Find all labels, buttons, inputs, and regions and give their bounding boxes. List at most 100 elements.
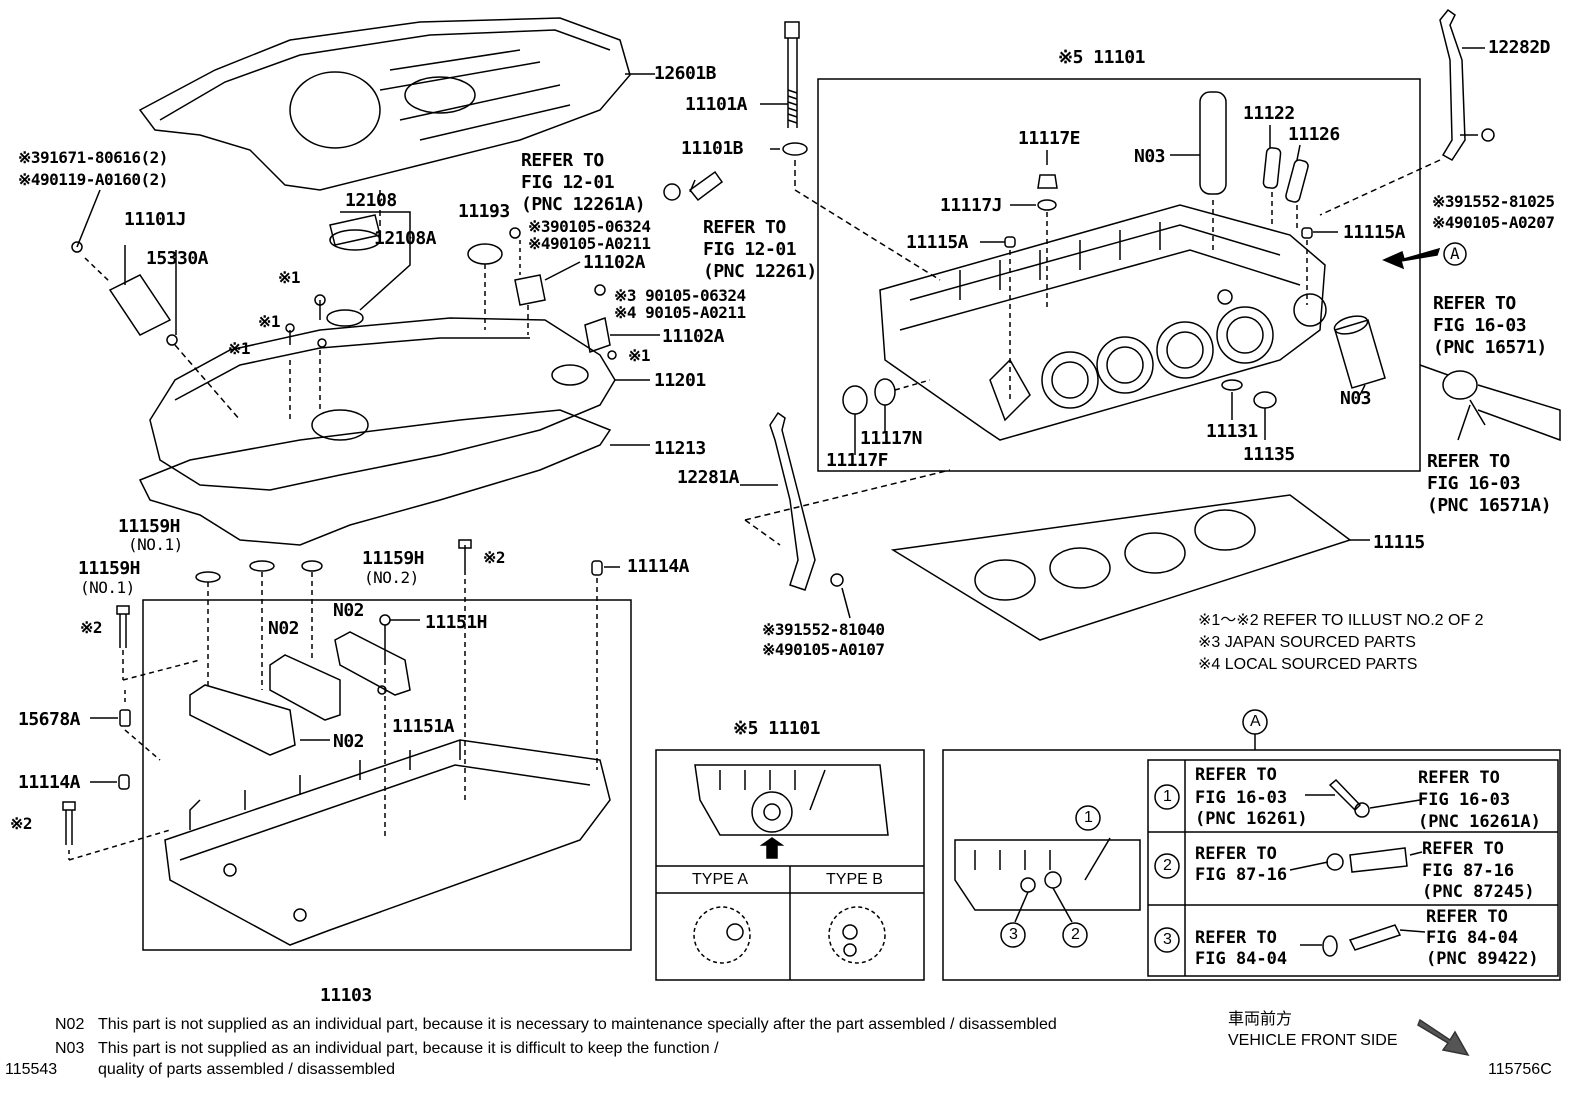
refer-1-line2[interactable]: FIG 12-01 xyxy=(521,172,615,193)
refer-2-line3[interactable]: (PNC 12261) xyxy=(703,261,817,282)
part-label-plug-f[interactable]: 11117F xyxy=(826,450,889,471)
a-row-right-1[interactable]: REFER TO xyxy=(1426,907,1508,927)
refer-4-line3[interactable]: (PNC 16571A) xyxy=(1427,495,1552,516)
front-arrow xyxy=(1417,1018,1470,1057)
part-label-n02-top[interactable]: N02 xyxy=(333,600,365,621)
part-label-cap[interactable]: 12108 xyxy=(345,190,397,211)
part-label-plug-e[interactable]: 11117E xyxy=(1018,128,1081,149)
hose-ref-drawing xyxy=(663,170,724,202)
part-label-oil-seal[interactable]: 11193 xyxy=(458,201,510,222)
a-row-right-3[interactable]: (PNC 87245) xyxy=(1422,882,1535,902)
head-cover-gasket-drawing xyxy=(138,409,612,546)
a-row-right-1[interactable]: REFER TO xyxy=(1422,839,1504,859)
a-row-left-2[interactable]: FIG 87-16 xyxy=(1195,865,1288,885)
part-label-sensor-o-ring[interactable]: 15330A xyxy=(146,248,209,269)
part-label-n02-mid[interactable]: N02 xyxy=(268,618,300,639)
callout-mark2-b: ※2 xyxy=(80,618,103,637)
a-box-mini-3: 3 xyxy=(1009,926,1018,943)
refer-3-line1[interactable]: REFER TO xyxy=(1433,293,1516,314)
part-label-plug-n[interactable]: 11117N xyxy=(860,428,923,449)
part-label-gasket-h2[interactable]: 11159H xyxy=(362,548,425,569)
a-row-left-3[interactable]: (PNC 16261) xyxy=(1195,809,1308,829)
part-label-n02-lower[interactable]: N02 xyxy=(333,731,365,752)
refer-1-line3[interactable]: (PNC 12261A) xyxy=(521,194,646,215)
refer-2-line2[interactable]: FIG 12-01 xyxy=(703,239,797,260)
part-label-bolt-11151h[interactable]: 11151H xyxy=(425,612,488,633)
callout-mark1-d: ※1 xyxy=(628,346,651,365)
part-label-pin-11114a-left[interactable]: 11114A xyxy=(18,772,81,793)
cam-sensor-upper-drawing xyxy=(509,227,581,335)
part-label-seal-11135[interactable]: 11135 xyxy=(1243,444,1295,465)
part-label-washer-b[interactable]: 11101B xyxy=(681,138,744,159)
part-label-gasket-h1b[interactable]: 11159H xyxy=(78,558,141,579)
legend-line-3: ※4 LOCAL SOURCED PARTS xyxy=(1198,656,1418,673)
part-label-head-title[interactable]: ※5 11101 xyxy=(1058,47,1145,68)
part-label-pin-right[interactable]: 11115A xyxy=(1343,222,1406,243)
callout-bolt-left-2: ※490119-A0160(2) xyxy=(18,170,168,189)
callout-mark1-a: ※1 xyxy=(278,268,301,287)
callout-mark2-c: ※2 xyxy=(10,814,33,833)
a-box-sketch xyxy=(954,805,1141,948)
type-b-label: TYPE B xyxy=(826,871,883,888)
washers-drawing xyxy=(195,560,323,690)
part-label-plug-j[interactable]: 11117J xyxy=(940,195,1003,216)
a-row-left-1[interactable]: REFER TO xyxy=(1195,765,1277,785)
part-label-sensor-j[interactable]: 11101J xyxy=(124,209,187,230)
part-label-head-cover-gasket[interactable]: 11213 xyxy=(654,438,706,459)
part-label-bracket-a[interactable]: 12281A xyxy=(677,467,740,488)
a-row-left-1[interactable]: REFER TO xyxy=(1195,844,1277,864)
refer-4-line2[interactable]: FIG 16-03 xyxy=(1427,473,1521,494)
part-label-n03-lower[interactable]: N03 xyxy=(1340,388,1372,409)
a-box-mini-1: 1 xyxy=(1084,809,1093,826)
refer-1-line1[interactable]: REFER TO xyxy=(521,150,604,171)
part-label-cap-gasket[interactable]: 12108A xyxy=(374,228,437,249)
callout-circle-a: A xyxy=(1450,244,1460,263)
a-row-right-2[interactable]: FIG 16-03 xyxy=(1418,790,1511,810)
camshaft-housing-drawing xyxy=(164,739,611,946)
footer-n03-text2: quality of parts assembled / disassemble… xyxy=(98,1061,396,1078)
part-label-bolt-a[interactable]: 11101A xyxy=(685,94,748,115)
refer-3-line3[interactable]: (PNC 16571) xyxy=(1433,337,1547,358)
refer-3-line2[interactable]: FIG 16-03 xyxy=(1433,315,1527,336)
a-row-left-2[interactable]: FIG 84-04 xyxy=(1195,949,1288,969)
part-label-sensor-11102a-lower[interactable]: 11102A xyxy=(662,326,725,347)
sensor-drawing xyxy=(71,189,241,421)
part-label-head-cover[interactable]: 11201 xyxy=(654,370,706,391)
a-row-right-1[interactable]: REFER TO xyxy=(1418,768,1500,788)
part-label-pin-11151a[interactable]: 11151A xyxy=(392,716,455,737)
part-label-pin-11114a-top[interactable]: 11114A xyxy=(627,556,690,577)
part-label-guide-11122[interactable]: 11122 xyxy=(1243,103,1295,124)
footer-n02-tag: N02 xyxy=(55,1016,85,1033)
a-row-right-2[interactable]: FIG 87-16 xyxy=(1422,861,1515,881)
callout-bolt-a-1: ※390105-06324 xyxy=(528,217,651,236)
callout-bolt-bottom-1: ※391552-81040 xyxy=(762,620,885,639)
part-label-plug-15678a[interactable]: 15678A xyxy=(18,709,81,730)
a-row-left-2[interactable]: FIG 16-03 xyxy=(1195,788,1288,808)
part-label-gasket-h1b-sub: (NO.1) xyxy=(80,578,135,597)
part-label-bracket-d[interactable]: 12282D xyxy=(1488,37,1551,58)
refer-2-line1[interactable]: REFER TO xyxy=(703,217,786,238)
callout-mark1-b: ※1 xyxy=(258,312,281,331)
part-label-guide-11126[interactable]: 11126 xyxy=(1288,124,1340,145)
part-label-sensor-11102a-upper[interactable]: 11102A xyxy=(583,252,646,273)
part-label-pin-left[interactable]: 11115A xyxy=(906,232,969,253)
part-label-gasket-h1[interactable]: 11159H xyxy=(118,516,181,537)
type-a-label: TYPE A xyxy=(692,871,749,888)
hose-ref-right-drawing xyxy=(1419,364,1561,442)
callout-mark2-a: ※2 xyxy=(483,548,506,567)
a-row-left-1[interactable]: REFER TO xyxy=(1195,928,1277,948)
bracket-d-drawing xyxy=(1319,8,1495,216)
part-label-housing[interactable]: 11103 xyxy=(320,985,372,1006)
cylinder-head-box xyxy=(817,78,1421,472)
part-label-cover[interactable]: 12601B xyxy=(654,63,717,84)
a-row-right-3[interactable]: (PNC 16261A) xyxy=(1418,812,1541,832)
type-box-title[interactable]: ※5 11101 xyxy=(733,718,820,739)
oil-cap-drawing xyxy=(326,211,411,327)
part-label-head-gasket[interactable]: 11115 xyxy=(1373,532,1425,553)
a-row-num: 2 xyxy=(1163,857,1172,874)
part-label-seal-11131[interactable]: 11131 xyxy=(1206,421,1258,442)
refer-4-line1[interactable]: REFER TO xyxy=(1427,451,1510,472)
a-row-right-2[interactable]: FIG 84-04 xyxy=(1426,928,1519,948)
part-label-n03-upper[interactable]: N03 xyxy=(1134,146,1166,167)
a-row-right-3[interactable]: (PNC 89422) xyxy=(1426,949,1539,969)
